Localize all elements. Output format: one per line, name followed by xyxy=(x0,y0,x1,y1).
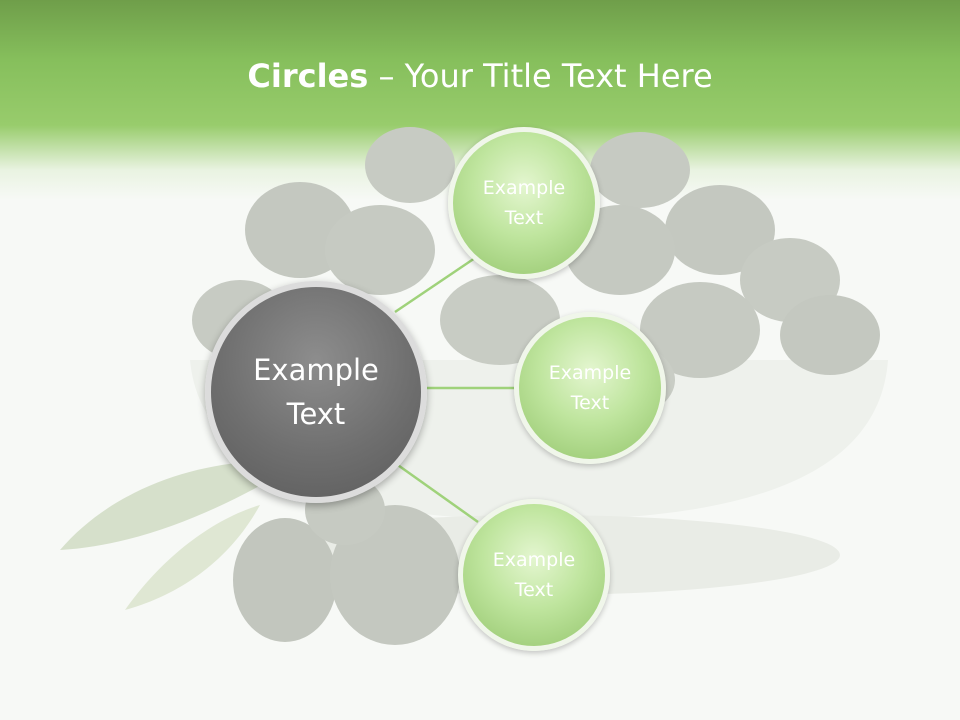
connector-line-3 xyxy=(394,461,479,524)
node-circle-3[interactable]: Example Text xyxy=(458,499,610,651)
node-label-2: Example Text xyxy=(548,362,632,414)
slide-title: Circles – Your Title Text Here xyxy=(0,54,960,98)
node-label-3: Example Text xyxy=(492,549,576,601)
connector-line-1 xyxy=(394,256,476,314)
node-circle-2[interactable]: Example Text xyxy=(514,312,666,464)
node-circle-1[interactable]: Example Text xyxy=(448,127,600,279)
title-rest: – Your Title Text Here xyxy=(368,57,713,95)
node-label-1: Example Text xyxy=(482,177,566,229)
title-bold: Circles xyxy=(247,57,369,95)
center-circle[interactable]: Example Text xyxy=(205,281,427,503)
center-label: Example Text xyxy=(253,353,379,431)
